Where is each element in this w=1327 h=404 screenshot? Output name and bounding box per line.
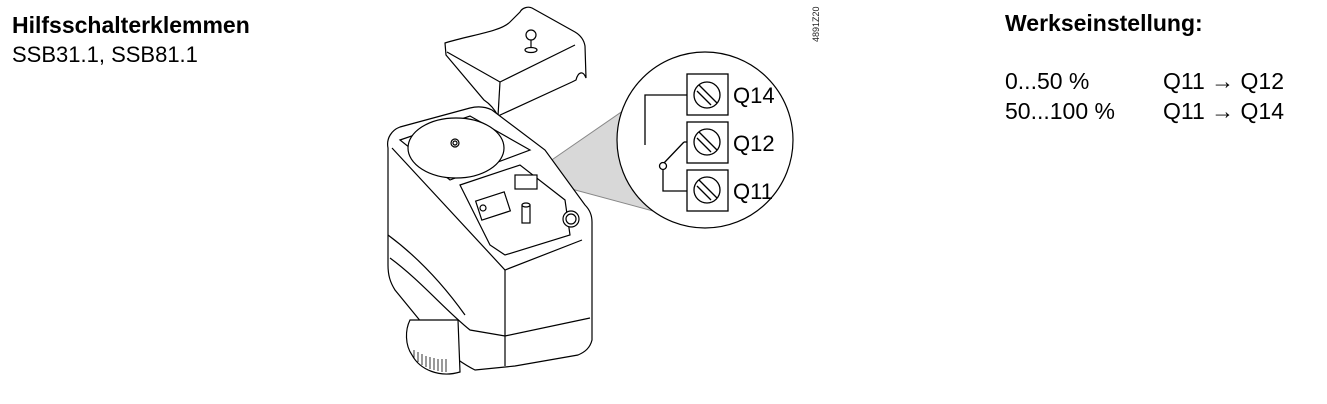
setting-range: 50...100 % [1005,98,1115,124]
terminal-q12 [686,121,729,164]
section-title: Hilfsschalterklemmen [12,12,250,38]
setting-connection: Q11 → Q12 [1163,68,1285,94]
terminal-label-q14: Q14 [733,83,775,108]
factory-setting-title: Werkseinstellung: [1005,10,1203,36]
factory-setting-table: 0...50 % Q11 → Q12 50...100 % Q11 → Q14 [1005,66,1284,126]
setting-connection: Q11 → Q14 [1163,98,1285,124]
terminal-label-q11: Q11 [733,179,773,204]
cover-part [444,6,587,117]
setting-row: 0...50 % Q11 → Q12 [1005,66,1284,96]
terminal-q11 [686,169,729,212]
setting-row: 50...100 % Q11 → Q14 [1005,96,1284,126]
actuator-body [387,106,593,371]
terminal-q14 [686,73,729,116]
setting-range: 0...50 % [1005,68,1090,94]
terminal-label-q12: Q12 [733,131,775,156]
manual-knob [405,319,461,375]
model-numbers: SSB31.1, SSB81.1 [12,42,198,67]
